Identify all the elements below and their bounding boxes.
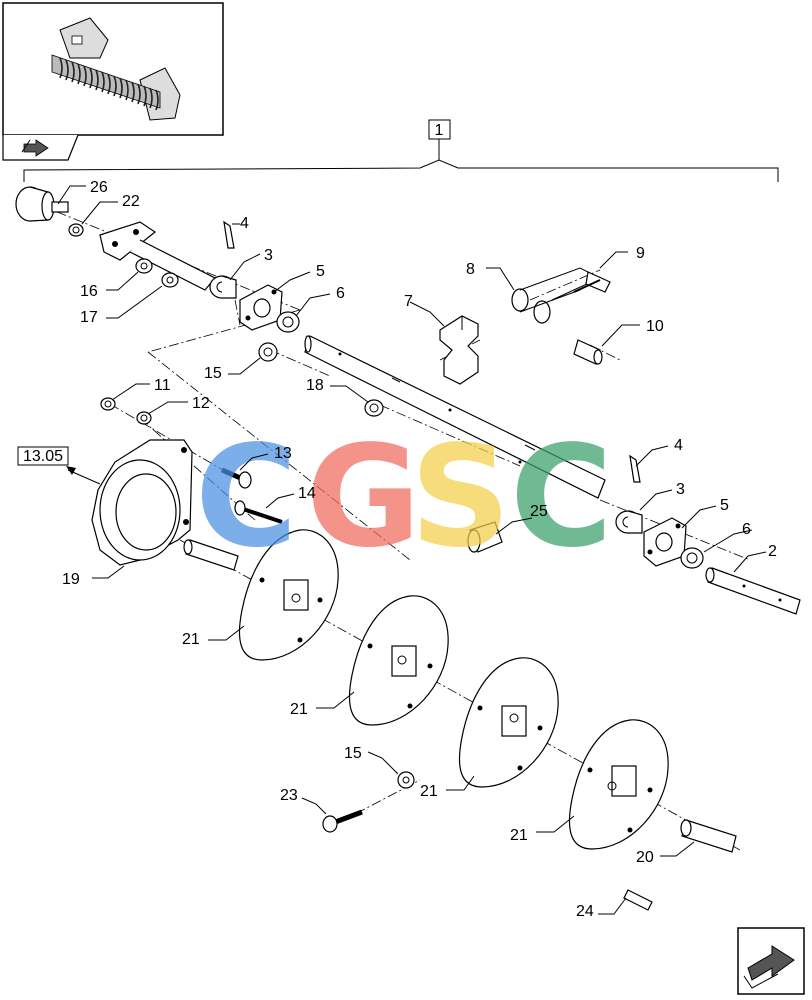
callout-18: 18 [306,377,324,394]
washer-part-upper [276,311,300,333]
bolt-part-9 [573,279,601,293]
callout-6-lower: 6 [742,521,751,538]
nut-part-18 [364,399,384,417]
next-page-arrow-icon[interactable] [737,927,805,995]
group-reference-label: 1 [435,122,444,139]
pin-part-2 [705,567,801,615]
callout-16: 16 [80,283,98,300]
callout-14: 14 [298,485,316,502]
watermark-letter: G [306,416,421,579]
callout-3-lower: 3 [676,481,685,498]
group-bracket [23,119,779,182]
nut-part-15-lower [397,771,415,789]
bushing-part-upper [209,275,237,299]
bolt-part-14 [234,500,283,524]
bearing-flange-part-upper [239,284,283,331]
callout-5-upper: 5 [316,263,325,280]
callout-21-fourth: 21 [510,827,528,844]
callout-9: 9 [636,245,645,262]
plate-part-3 [458,657,559,788]
page-reference-label[interactable]: 13.05 [23,448,63,465]
washer-part-lower [680,547,704,569]
callout-7: 7 [404,293,413,310]
nut-part-11 [100,397,116,411]
pin-part-20 [680,819,737,853]
callout-4-lower: 4 [674,437,683,454]
cotter-pin-part-upper [223,220,235,249]
bolt-part-13 [221,467,252,489]
bracket-arm-part [99,221,216,291]
callout-17: 17 [80,309,98,326]
callout-11: 11 [154,377,171,394]
nut-part-17 [161,272,179,288]
washer-part-16 [135,258,153,274]
callout-labels: 26 22 4 3 5 6 7 8 9 10 16 17 15 18 11 12… [62,179,777,920]
callout-23: 23 [280,787,298,804]
callout-21-second: 21 [290,701,308,718]
callout-12: 12 [192,395,210,412]
washer-part-12 [136,411,152,425]
callout-25: 25 [530,503,548,520]
pin-part-lower [183,539,239,571]
callout-21-third: 21 [420,783,438,800]
plate-part-4 [568,719,669,850]
key-part [623,889,653,911]
cotter-pin-part-lower [629,454,641,483]
plate-part-1 [238,529,339,661]
callout-3-upper: 3 [264,247,273,264]
leader-lines [57,185,767,915]
callout-26: 26 [90,179,108,196]
callout-15-lower: 15 [344,745,362,762]
bearing-flange-part-lower [643,517,687,567]
plate-part-2 [348,595,449,726]
callout-24: 24 [576,903,594,920]
gear-part [467,521,503,553]
watermark-letter: C [510,416,613,579]
callout-8: 8 [466,261,475,278]
bushing-part-lower [615,510,643,534]
shaft-part [304,335,606,499]
nut-part-22 [68,223,84,237]
callout-2: 2 [768,543,777,560]
page-reference-box[interactable] [17,446,101,485]
callout-4-upper: 4 [240,215,249,232]
callout-10: 10 [646,318,664,335]
housing-part [91,439,193,566]
callout-15-upper: 15 [204,365,222,382]
watermark: C G S C [195,416,613,579]
nut-part-15-upper [258,342,278,362]
sleeve-part [573,339,603,365]
watermark-letter: S [410,416,511,579]
knob-part [15,186,69,222]
callout-22: 22 [122,193,140,210]
thumbnail-frame [2,2,224,161]
bolt-part-23 [322,809,363,833]
callout-20: 20 [636,849,654,866]
back-arrow-icon[interactable] [21,139,49,157]
harvester-header-thumbnail [51,17,181,121]
spring-part [511,267,611,324]
watermark-letter: C [195,416,298,579]
callout-19: 19 [62,571,80,588]
callout-5-lower: 5 [720,497,729,514]
callout-21-first: 21 [182,631,200,648]
callout-6-upper: 6 [336,285,345,302]
callout-13: 13 [274,445,292,462]
clamp-block-part [439,315,479,385]
